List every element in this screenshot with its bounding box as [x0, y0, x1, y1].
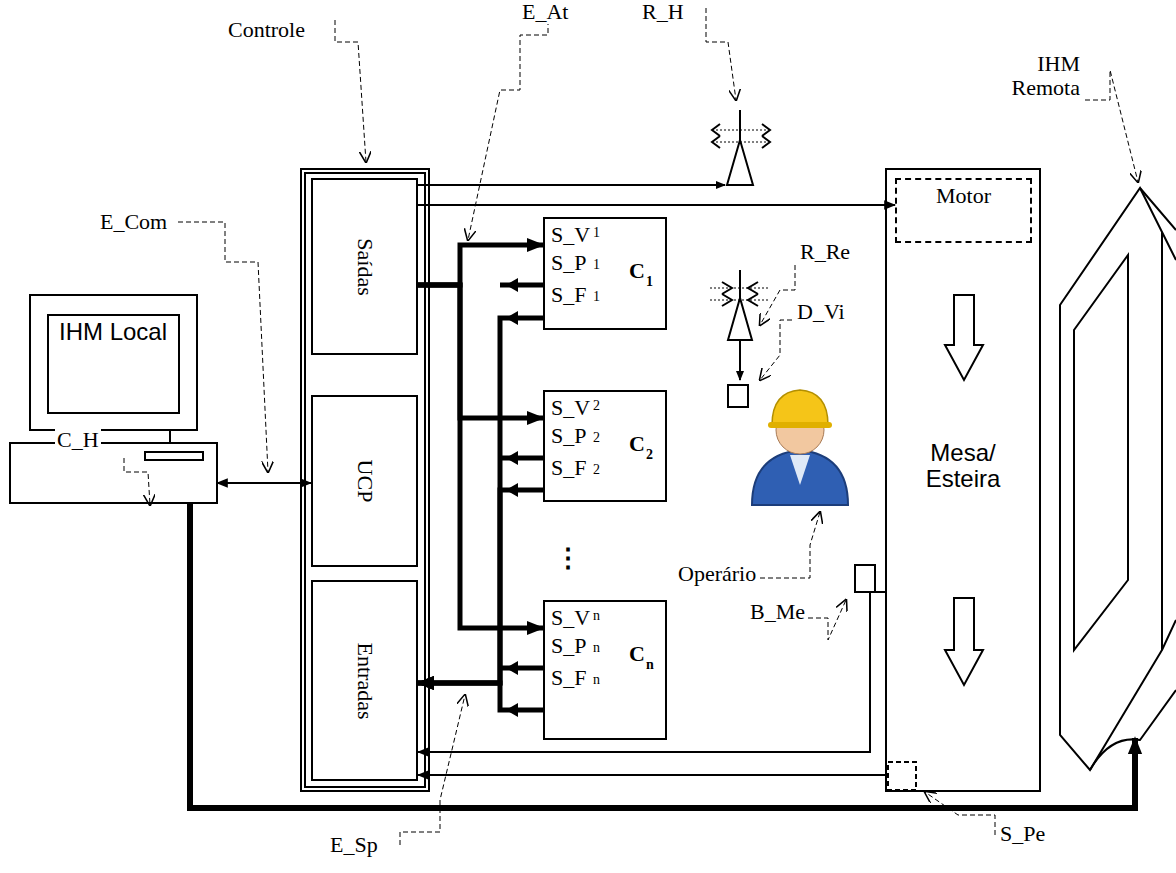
signal-name: S_P — [551, 424, 586, 448]
motor-box: Motor — [895, 178, 1032, 243]
controller-box: ControleSaídasUCPEntradas — [300, 168, 430, 792]
input-module: Entradas — [311, 580, 418, 781]
cpu-module: UCP — [311, 395, 418, 567]
output-module: Saídas — [311, 178, 418, 355]
connector — [418, 774, 885, 776]
remote-hmi-panel — [1060, 188, 1176, 770]
local-hmi: IHM Local — [10, 295, 217, 503]
callout-label: E_Com — [98, 210, 169, 234]
callout-label: E_At — [520, 0, 570, 24]
signal-name: S_V — [551, 223, 590, 247]
connector — [418, 592, 885, 752]
index-number: 2 — [593, 430, 600, 445]
arrowhead — [506, 278, 518, 717]
wire — [418, 184, 725, 186]
wire — [500, 285, 543, 668]
sensor-box — [855, 565, 875, 592]
sensor-box — [888, 762, 916, 790]
sensor-box: S_V1S_P1S_F1C1 — [543, 217, 667, 330]
operator-figure — [752, 390, 848, 505]
ellipsis: ⋮ — [553, 545, 583, 574]
callout-label: R_Re — [798, 240, 852, 264]
conveyor-table: Mesa/ Esteira Motor — [885, 168, 1041, 792]
signal-name: S_P — [551, 634, 586, 658]
signal-name: S_V — [551, 606, 590, 630]
signal-name: S_F — [551, 283, 586, 307]
index-number: n — [646, 657, 654, 672]
callout-label: B_Me — [748, 600, 807, 624]
table-label: Mesa/ Esteira — [895, 440, 1031, 493]
index-number: 2 — [646, 447, 653, 462]
index-number: n — [593, 640, 600, 655]
index-number: n — [593, 672, 600, 687]
index-number: 2 — [593, 462, 600, 477]
remote-hmi: IHM Remota — [1062, 190, 1162, 738]
index-number: 1 — [593, 257, 600, 272]
connector — [190, 503, 1135, 808]
callout-label: S_Pe — [998, 822, 1047, 846]
heading-label: Controle — [228, 18, 305, 42]
index-number: 2 — [593, 398, 600, 413]
sensor-id: C — [629, 259, 645, 283]
callout-label: C_H — [55, 428, 101, 452]
connector — [418, 490, 543, 683]
sensor-box: S_V2S_P2S_F2C2 — [543, 390, 667, 502]
screen-label: IHM Local — [52, 319, 174, 345]
connector — [418, 204, 895, 206]
signal-name: S_F — [551, 456, 586, 480]
module-label: Entradas — [352, 642, 376, 719]
sensor-box: S_VnS_PnS_FnCn — [543, 600, 667, 740]
connector — [418, 285, 543, 628]
index-number: n — [593, 608, 600, 623]
module-label: UCP — [352, 460, 376, 503]
motor-label: Motor — [936, 184, 991, 208]
computer-icon — [10, 295, 217, 503]
callout-label: E_Sp — [328, 833, 380, 857]
connector — [418, 285, 543, 418]
connector — [418, 683, 543, 710]
leader-line — [124, 8, 1138, 845]
signal-name: S_V — [551, 396, 590, 420]
callout-label: Operário — [676, 562, 758, 586]
connector — [418, 318, 543, 683]
module-label: Saídas — [352, 238, 376, 295]
connector — [418, 245, 543, 285]
callout-label: R_H — [640, 0, 686, 24]
signal-name: S_F — [551, 666, 586, 690]
sensor-id: C — [629, 642, 645, 666]
heading-label: IHM Remota — [990, 52, 1080, 100]
antenna-symbol — [710, 270, 770, 407]
antenna-symbol — [712, 110, 770, 185]
index-number: 1 — [593, 289, 600, 304]
sensor-id: C — [629, 432, 645, 456]
index-number: 1 — [593, 225, 600, 240]
signal-name: S_P — [551, 251, 586, 275]
index-number: 1 — [646, 274, 653, 289]
callout-label: D_Vi — [795, 300, 847, 324]
connector — [217, 482, 311, 484]
